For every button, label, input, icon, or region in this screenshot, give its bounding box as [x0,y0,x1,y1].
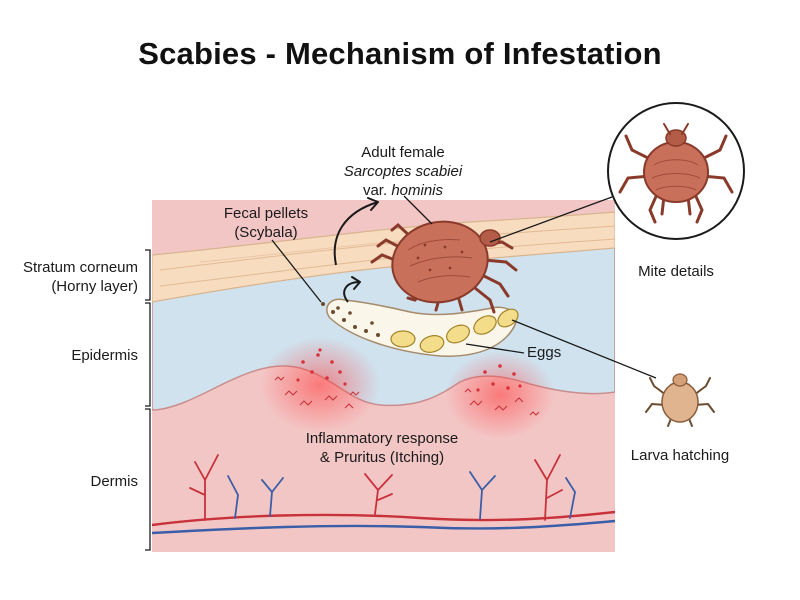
eggs-group [390,308,519,353]
inflammation-zones [260,337,555,439]
blood-vessels [152,454,615,535]
movement-arrows [333,197,379,303]
layer-brackets [145,249,151,551]
label-stratum-corneum: Stratum corneum (Horny layer) [22,259,138,295]
mite-details-inset [607,102,745,240]
larva-illustration [645,373,715,427]
label-dermis: Dermis [90,473,139,490]
label-larva-hatching: Larva hatching [630,447,730,464]
diagram-title: Scabies - Mechanism of Infestation [138,36,662,71]
label-eggs: Eggs [527,344,562,361]
label-inflammatory-response: Inflammatory response & Pruritus (Itchin… [305,430,459,466]
adult-mite-illustration [370,220,518,314]
label-adult-female: Adult female Sarcoptes scabiei var. homi… [343,144,463,199]
leader-lines [271,195,657,379]
label-epidermis: Epidermis [71,347,138,364]
burrow-tunnel [326,298,517,357]
fecal-pellets [321,302,380,337]
label-fecal-pellets: Fecal pellets (Scybala) [223,205,309,241]
label-mite-details: Mite details [638,263,714,280]
